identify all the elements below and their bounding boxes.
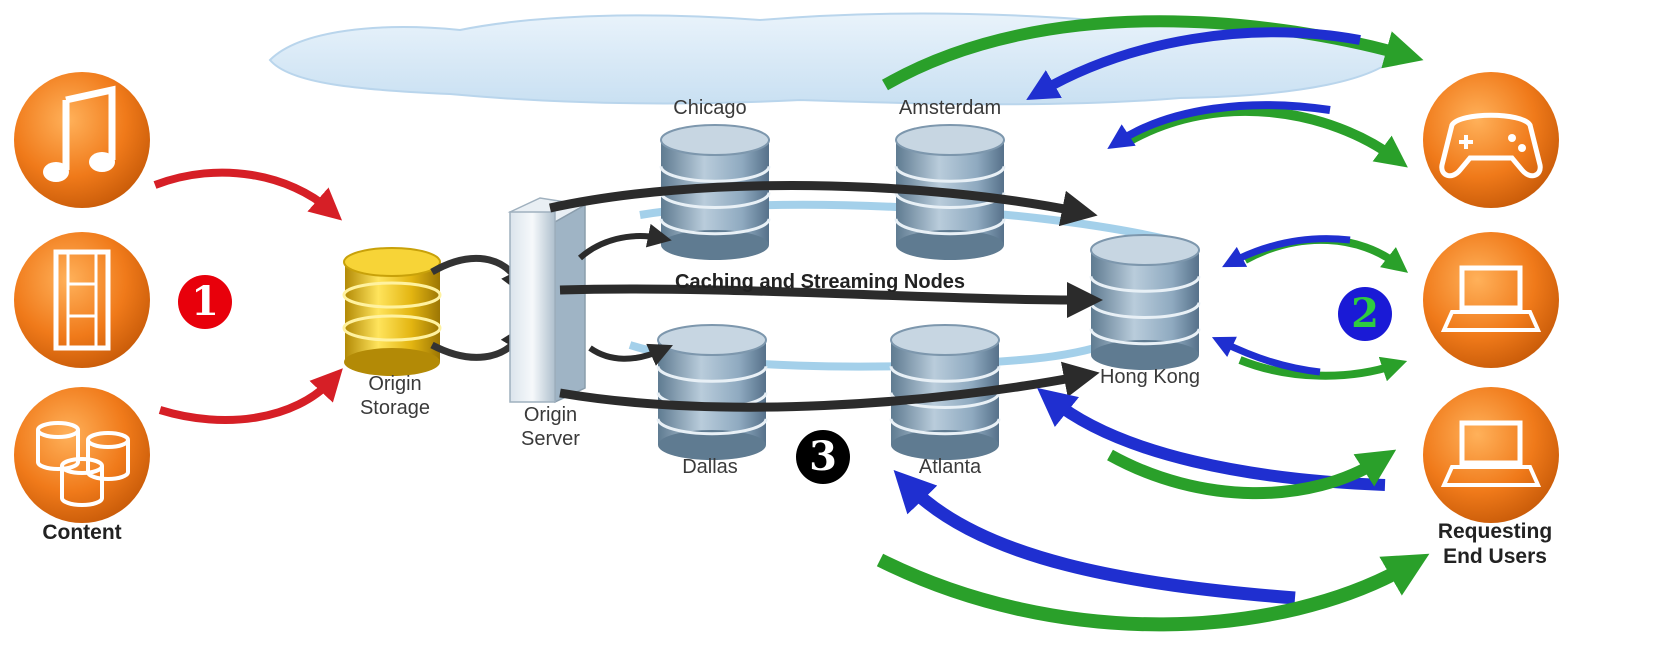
- distribution-arrow: [559, 361, 1100, 412]
- node-label-atlanta: Atlanta: [918, 456, 982, 478]
- response-arrow: [876, 553, 1430, 632]
- network-label: Caching and Streaming Nodes: [675, 271, 966, 293]
- distribution-arrow: [588, 343, 673, 366]
- end-users-label: Requesting End Users: [1437, 520, 1553, 568]
- database-icon: [14, 387, 150, 523]
- gamepad-icon: [1423, 72, 1559, 208]
- film-strip-icon: [14, 232, 150, 368]
- laptop-icon: [1423, 232, 1559, 368]
- origin-storage-label: Origin Storage: [359, 373, 431, 419]
- content-label: Content: [42, 521, 122, 544]
- response-arrow: [1243, 235, 1409, 273]
- request-arrow: [1107, 101, 1331, 149]
- laptop-icon: [1423, 387, 1559, 523]
- node-label-amsterdam: Amsterdam: [898, 97, 1002, 119]
- distribution-arrow: [559, 281, 1103, 318]
- origin-server-icon: [507, 197, 588, 404]
- step-marker-1: 1: [178, 275, 232, 329]
- ingest-arrow: [153, 168, 343, 221]
- origin-server-label: Origin Server: [521, 404, 580, 450]
- storage-to-server-arrow: [430, 255, 527, 298]
- request-arrow: [1211, 336, 1321, 376]
- step-marker-3: 3: [796, 430, 850, 484]
- response-arrow: [1107, 449, 1397, 500]
- ingest-arrow: [158, 368, 343, 424]
- music-note-icon: [14, 72, 150, 208]
- request-arrow: [1026, 27, 1361, 100]
- node-label-hong-kong: Hong Kong: [1099, 366, 1201, 388]
- distribution-arrow: [549, 181, 1098, 227]
- request-arrow: [893, 470, 1296, 605]
- node-label-chicago: Chicago: [673, 97, 747, 119]
- response-arrow: [1127, 105, 1408, 168]
- origin-storage-icon: [342, 247, 442, 376]
- node-dallas-icon: [656, 324, 768, 460]
- response-arrow: [1238, 356, 1408, 382]
- storage-to-server-arrow: [430, 323, 528, 361]
- request-arrow: [1037, 387, 1386, 491]
- step-marker-2: 2: [1338, 287, 1392, 341]
- distribution-arrow: [577, 223, 672, 261]
- request-arrow: [1222, 235, 1351, 268]
- node-hong-kong-icon: [1089, 234, 1201, 370]
- node-label-dallas: Dallas: [682, 456, 738, 478]
